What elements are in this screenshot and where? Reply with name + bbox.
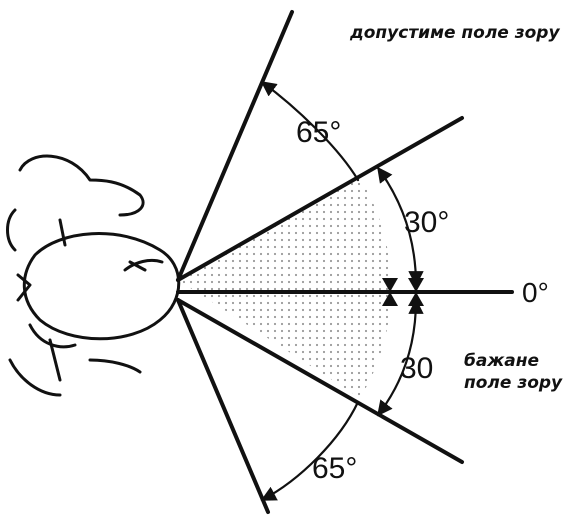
upper-65-arc bbox=[260, 80, 360, 182]
label-upper-65: 65° bbox=[296, 116, 341, 149]
lower-65-arc bbox=[260, 400, 360, 502]
label-lower-65: 65° bbox=[312, 452, 357, 485]
allowable-boundary-lower-line bbox=[176, 298, 270, 514]
desired-boundary-lower-line bbox=[176, 298, 464, 464]
center-arrow-markers bbox=[382, 278, 424, 306]
upper-30-arc bbox=[376, 166, 424, 287]
desired-boundary-upper-line bbox=[176, 116, 464, 282]
desired-field-caption: бажане поле зору bbox=[464, 351, 563, 393]
lower-30-arc bbox=[376, 298, 424, 417]
head-top-view-icon bbox=[6, 154, 181, 397]
desired-field-sector bbox=[178, 178, 392, 398]
allowable-boundary-upper-line bbox=[176, 10, 294, 282]
label-zero: 0° bbox=[522, 277, 549, 308]
allowable-field-caption: допустиме поле зору bbox=[350, 23, 560, 43]
label-lower-30: 30 bbox=[400, 352, 433, 385]
label-upper-30: 30° bbox=[404, 206, 449, 239]
